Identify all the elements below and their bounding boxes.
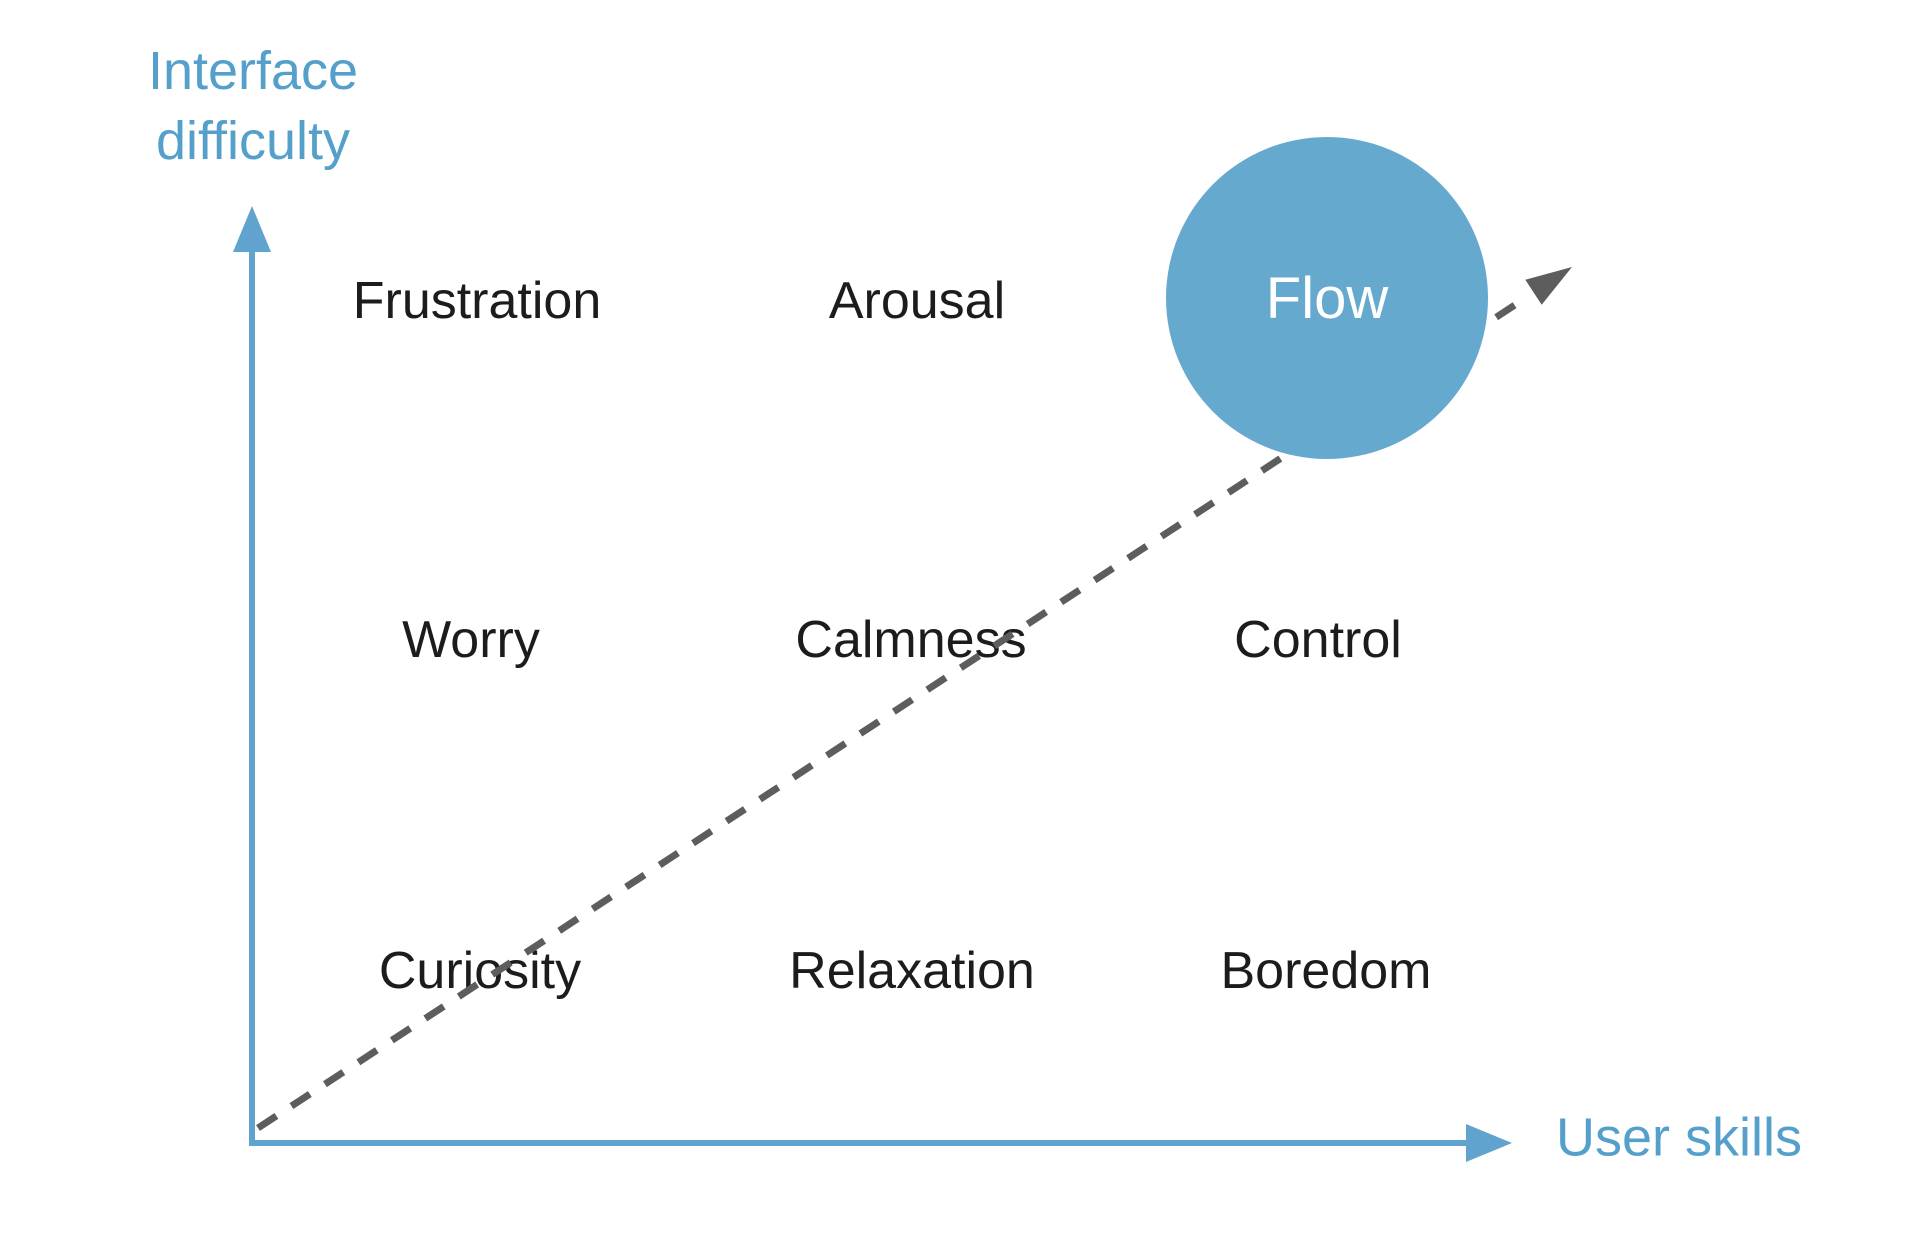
y-axis-label-line2: difficulty	[155, 111, 351, 171]
x-axis	[249, 1124, 1512, 1162]
cell-control: Control	[1234, 611, 1402, 669]
cell-relaxation: Relaxation	[789, 942, 1035, 1000]
cell-calmness: Calmness	[795, 611, 1027, 669]
y-axis	[233, 206, 271, 1143]
y-axis-label-line1: Interface	[147, 41, 359, 101]
cell-curiosity: Curiosity	[378, 942, 582, 1000]
y-axis-arrowhead-icon	[233, 206, 271, 252]
y-axis-label: Interface difficulty	[148, 36, 358, 176]
flow-bubble-label: Flow	[1265, 265, 1389, 331]
x-axis-arrowhead-icon	[1466, 1124, 1512, 1162]
cell-worry: Worry	[402, 611, 540, 669]
flow-bubble: Flow	[1166, 137, 1488, 459]
x-axis-label: User skills	[1556, 1107, 1803, 1168]
diagonal-arrowhead-icon	[1525, 267, 1572, 305]
cell-boredom: Boredom	[1220, 942, 1432, 1000]
cell-arousal: Arousal	[828, 272, 1006, 330]
cell-frustration: Frustration	[352, 272, 602, 330]
